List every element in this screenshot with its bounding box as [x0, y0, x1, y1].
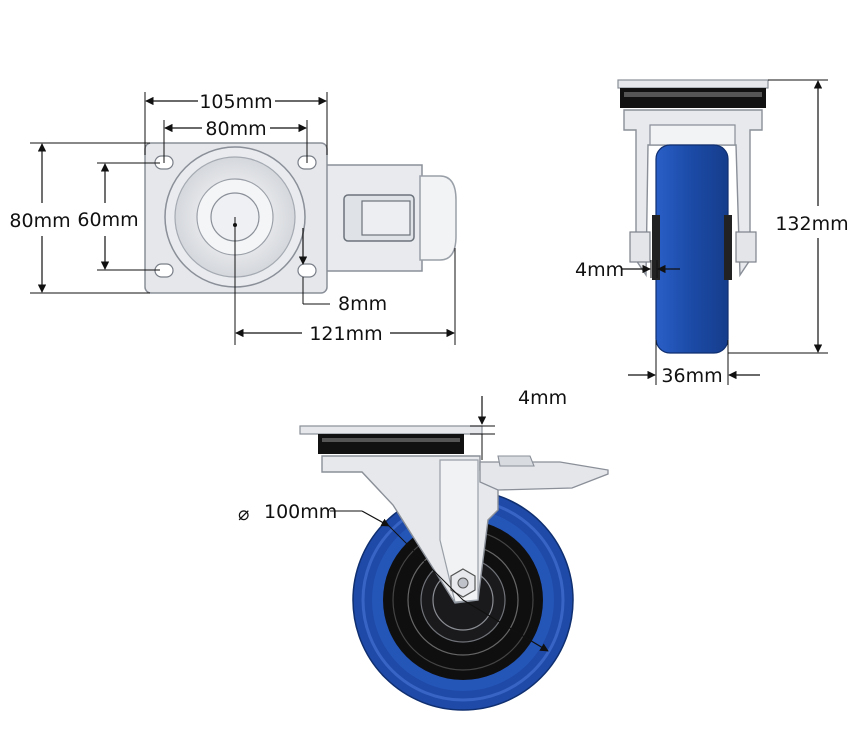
tire-front [655, 144, 729, 354]
top-view: 105mm 80mm 80mm 60mm 8mm 121mm [9, 91, 457, 345]
dim-hole-spacing-x: 80mm [205, 118, 266, 140]
side-bearing-ring [318, 434, 464, 454]
dim-total-length: 121mm [309, 323, 382, 345]
dim-hole-spacing-y: 60mm [77, 209, 138, 231]
side-top-plate [299, 425, 483, 435]
axle-nut-right [735, 231, 757, 263]
dim-width-overall: 105mm [199, 91, 272, 113]
brake-pedal [419, 175, 457, 261]
dim-overall-height: 132mm [775, 213, 848, 235]
slot-hole [297, 263, 317, 278]
top-plate [617, 79, 769, 89]
dim-wheel-diameter: 100mm [264, 501, 337, 523]
dim-slot-width: 8mm [338, 293, 387, 315]
dim-plate-thickness: 4mm [518, 387, 567, 409]
side-view: 4mm ⌀ 100mm [238, 387, 609, 711]
bearing-ring [620, 88, 766, 108]
dim-plate-height: 80mm [9, 210, 70, 232]
dim-wheel-width: 36mm [661, 365, 722, 387]
axle-nut-left [629, 231, 651, 263]
diameter-symbol: ⌀ [238, 503, 249, 525]
side-brake-pedal [479, 461, 609, 491]
front-view: 132mm 4mm 36mm [575, 79, 849, 387]
brake-lever-inner [361, 200, 411, 236]
dim-wheel-offset: 4mm [575, 259, 624, 281]
